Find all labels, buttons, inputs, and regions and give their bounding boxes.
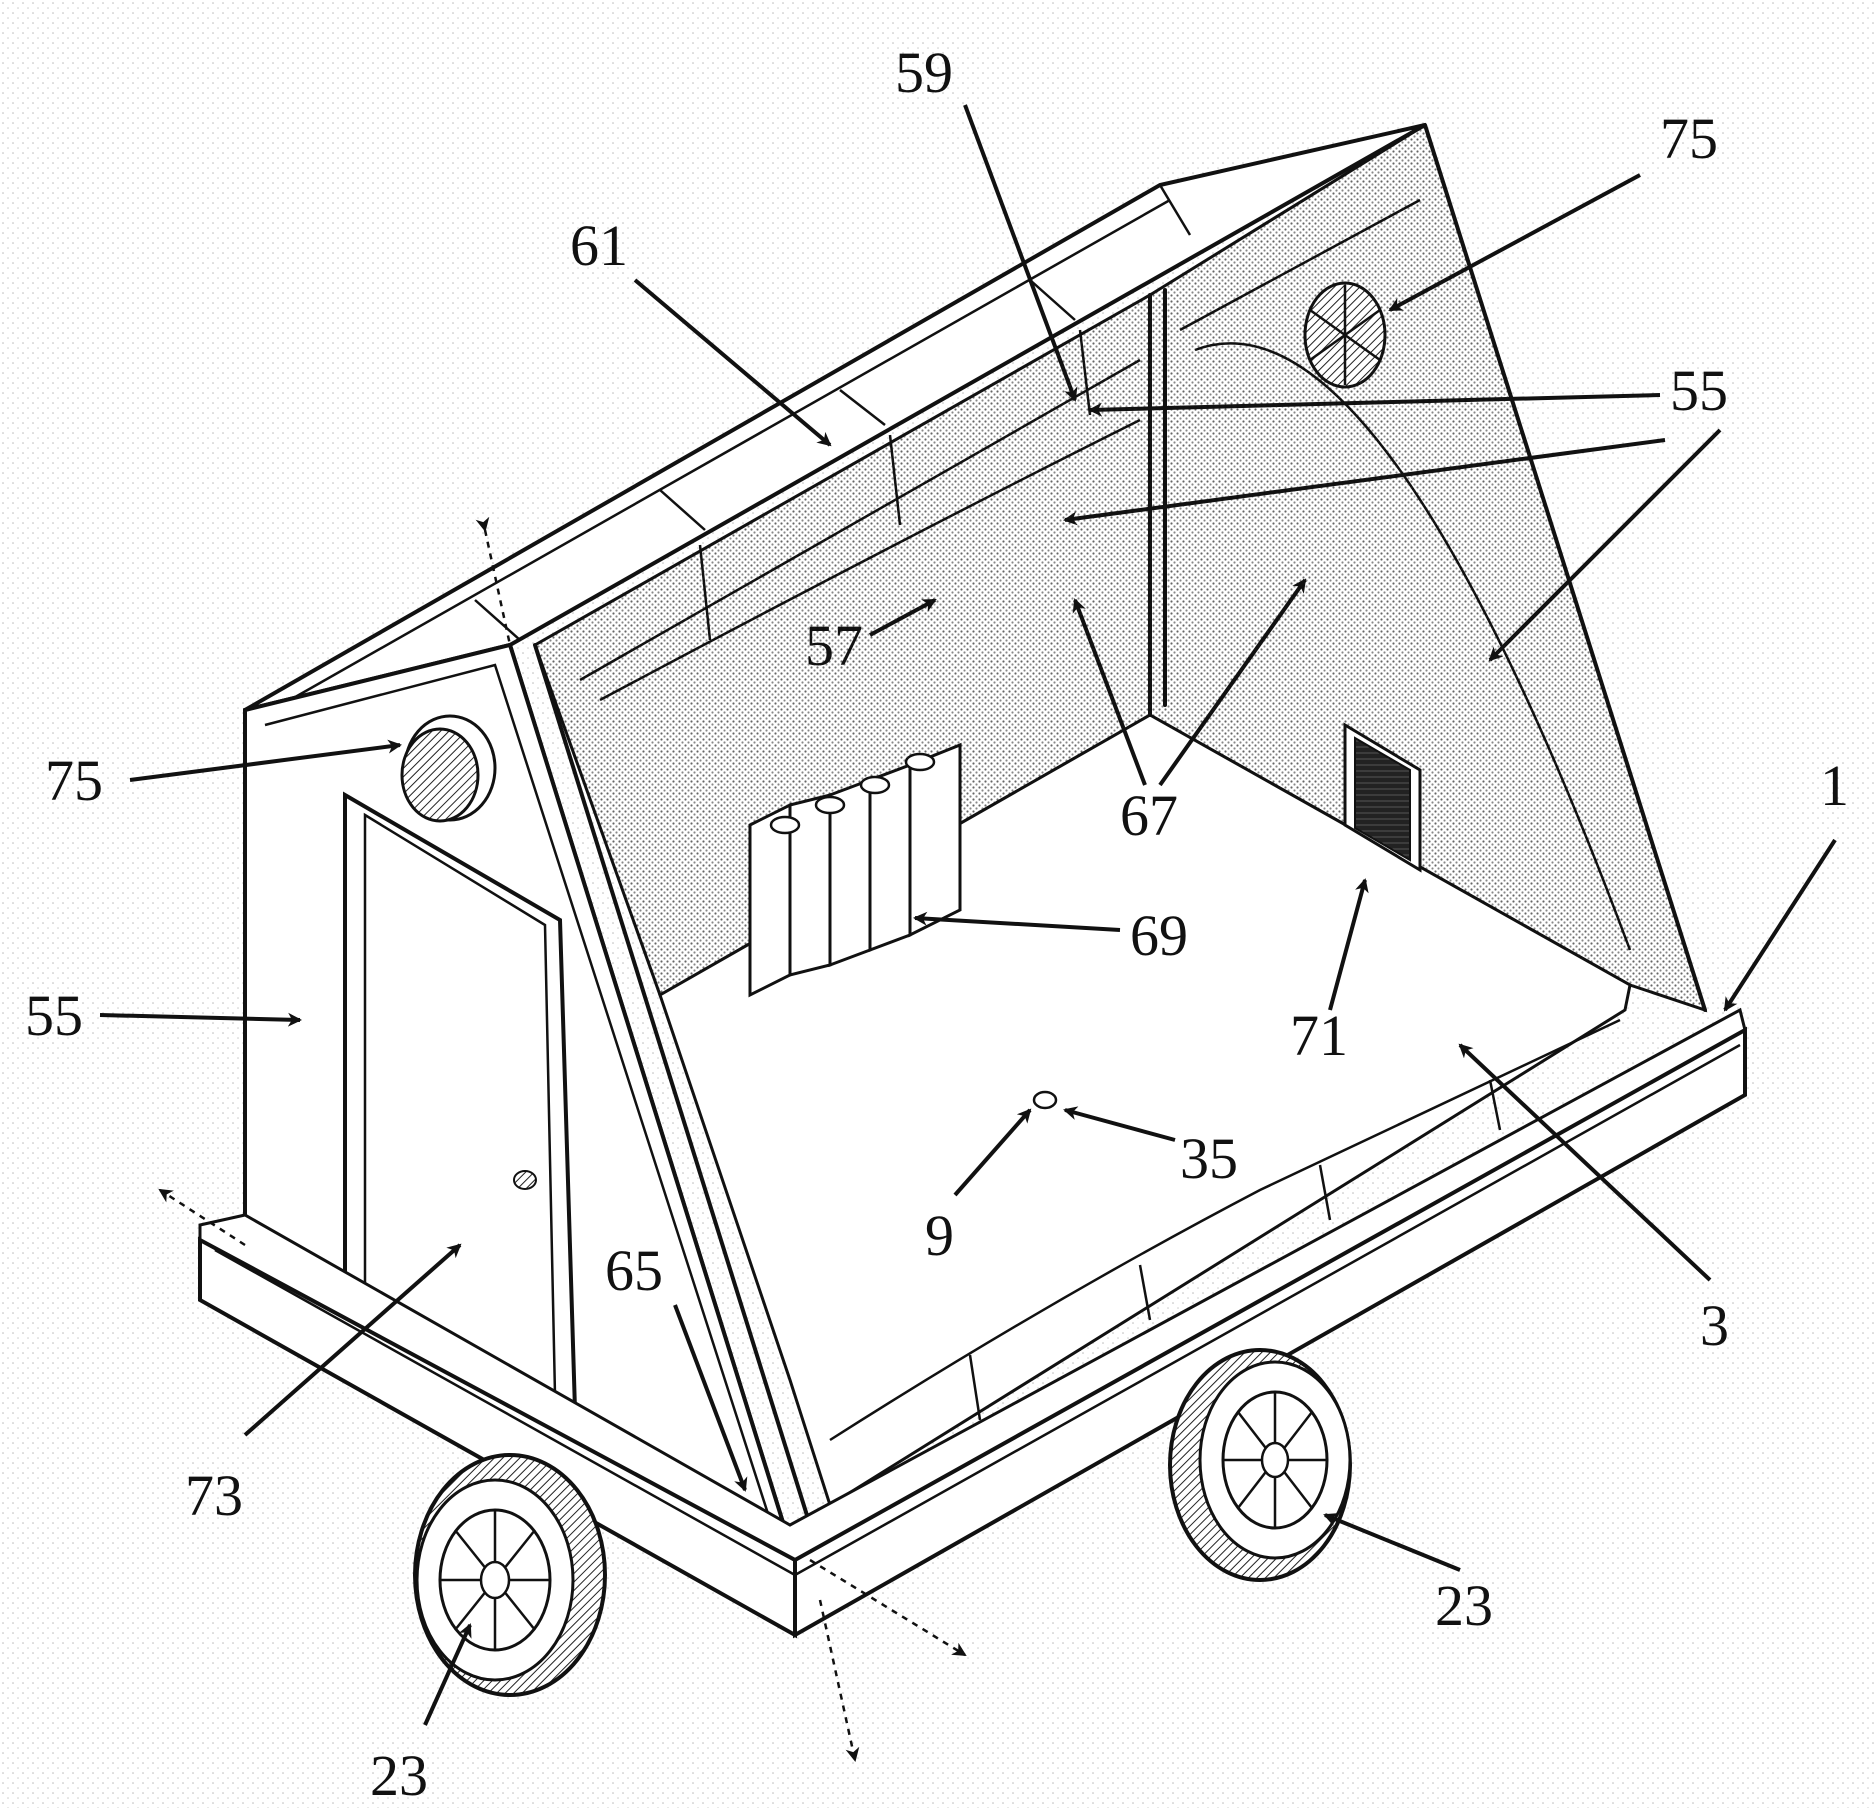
label-23-right: 23 [1435, 1573, 1493, 1638]
label-59-top: 59 [895, 40, 953, 105]
label-73: 73 [185, 1463, 243, 1528]
floor-drain [1034, 1092, 1056, 1108]
label-1: 1 [1820, 753, 1849, 818]
label-69: 69 [1130, 903, 1188, 968]
door-handle-icon [514, 1171, 536, 1189]
label-23-left: 23 [370, 1743, 428, 1808]
label-57: 57 [805, 613, 863, 678]
label-55-front: 55 [25, 983, 83, 1048]
wheel-left [415, 1455, 605, 1695]
label-61: 61 [570, 213, 628, 278]
label-71: 71 [1290, 1003, 1348, 1068]
front-vent [402, 716, 495, 821]
label-35: 35 [1180, 1126, 1238, 1191]
rear-fan [1305, 283, 1385, 387]
label-67: 67 [1120, 783, 1178, 848]
label-9: 9 [925, 1203, 954, 1268]
wheel-right [1170, 1350, 1350, 1580]
label-75-front: 75 [45, 748, 103, 813]
label-75-rear: 75 [1660, 106, 1718, 171]
label-65: 65 [605, 1238, 663, 1303]
label-3: 3 [1700, 1293, 1729, 1358]
label-55-upper: 55 [1670, 358, 1728, 423]
